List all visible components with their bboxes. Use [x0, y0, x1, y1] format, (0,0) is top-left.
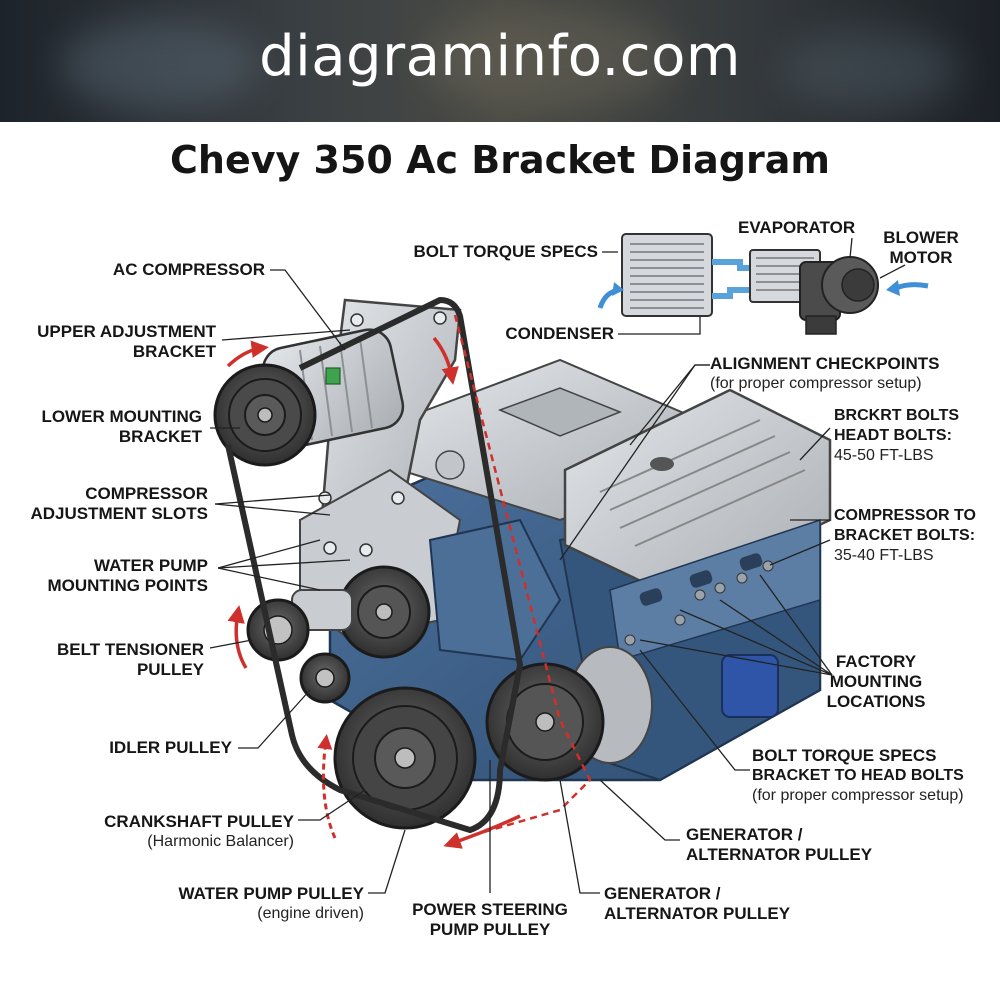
- page-title: Chevy 350 Ac Bracket Diagram: [170, 138, 830, 182]
- blower-motor: [799, 256, 879, 335]
- label-lower-mounting-bracket: LOWER MOUNTING BRACKET: [41, 407, 202, 446]
- ac-refrigerant-lines: [712, 259, 752, 299]
- water-pump-upper-pulley: [337, 565, 431, 659]
- label-bracket-head-bolts: BRCKRT BOLTS HEADT BOLTS: 45-50 FT-LBS: [834, 407, 960, 464]
- label-factory-mounting-locations: FACTORY MOUNTING LOCATIONS: [826, 652, 926, 711]
- label-belt-tensioner-pulley: BELT TENSIONER PULLEY: [56, 640, 204, 679]
- water-pump-housing: [428, 518, 562, 662]
- belt-routing-guide: [453, 314, 592, 838]
- idler-pulley: [299, 652, 351, 704]
- label-compressor-to-bracket-bolts: COMPRESSOR TO BRACKET BOLTS: 35-40 FT-LB…: [834, 507, 976, 564]
- label-generator-alternator-pulley-lower: GENERATOR / ALTERNATOR PULLEY: [604, 884, 791, 923]
- condenser: [621, 233, 713, 317]
- label-condenser: CONDENSER: [505, 324, 614, 343]
- label-idler-pulley: IDLER PULLEY: [109, 738, 232, 757]
- rotation-arrow-crank-left: [317, 734, 337, 839]
- ac-compressor-clutch-pulley: [213, 363, 317, 467]
- label-alignment-checkpoints: ALIGNMENT CHECKPOINTS (for proper compre…: [710, 354, 940, 392]
- label-upper-adjustment-bracket: UPPER ADJUSTMENT BRACKET: [37, 322, 216, 361]
- site-banner: diagraminfo.com: [0, 0, 1000, 122]
- crankshaft-pulley: [333, 686, 477, 830]
- exhaust-ports: [609, 518, 821, 661]
- rotation-arrow-crank-bottom: [443, 814, 521, 849]
- label-bolt-torque-specs-bracket-to-head: BOLT TORQUE SPECS BRACKET TO HEAD BOLTS …: [752, 746, 964, 804]
- label-bolt-torque-specs-top: BOLT TORQUE SPECS: [413, 242, 598, 261]
- label-evaporator: EVAPORATOR: [738, 218, 856, 237]
- label-crankshaft-pulley: CRANKSHAFT PULLEY (Harmonic Balancer): [104, 812, 294, 850]
- alternator-pulley: [485, 646, 653, 782]
- label-blower-motor: BLOWER MOTOR: [883, 228, 959, 267]
- drive-belt: [225, 297, 523, 833]
- label-power-steering-pump-pulley: POWER STEERING PUMP PULLEY: [412, 900, 568, 939]
- rotation-arrow-tensioner: [227, 605, 248, 669]
- label-ac-compressor: AC COMPRESSOR: [112, 260, 265, 279]
- oil-filter: [721, 654, 779, 718]
- label-water-pump-mounting-points: WATER PUMP MOUNTING POINTS: [47, 556, 208, 595]
- rotation-arrow-belt-top: [432, 336, 459, 385]
- leader-lines: [209, 237, 906, 894]
- label-generator-alternator-pulley-upper: GENERATOR / ALTERNATOR PULLEY: [686, 825, 873, 864]
- label-water-pump-pulley: WATER PUMP PULLEY (engine driven): [178, 884, 364, 922]
- rotation-arrow-compressor: [226, 340, 269, 368]
- label-compressor-adjustment-slots: COMPRESSOR ADJUSTMENT SLOTS: [30, 484, 208, 523]
- site-name: diagraminfo.com: [259, 24, 741, 89]
- air-flow-arrow-right: [895, 282, 929, 291]
